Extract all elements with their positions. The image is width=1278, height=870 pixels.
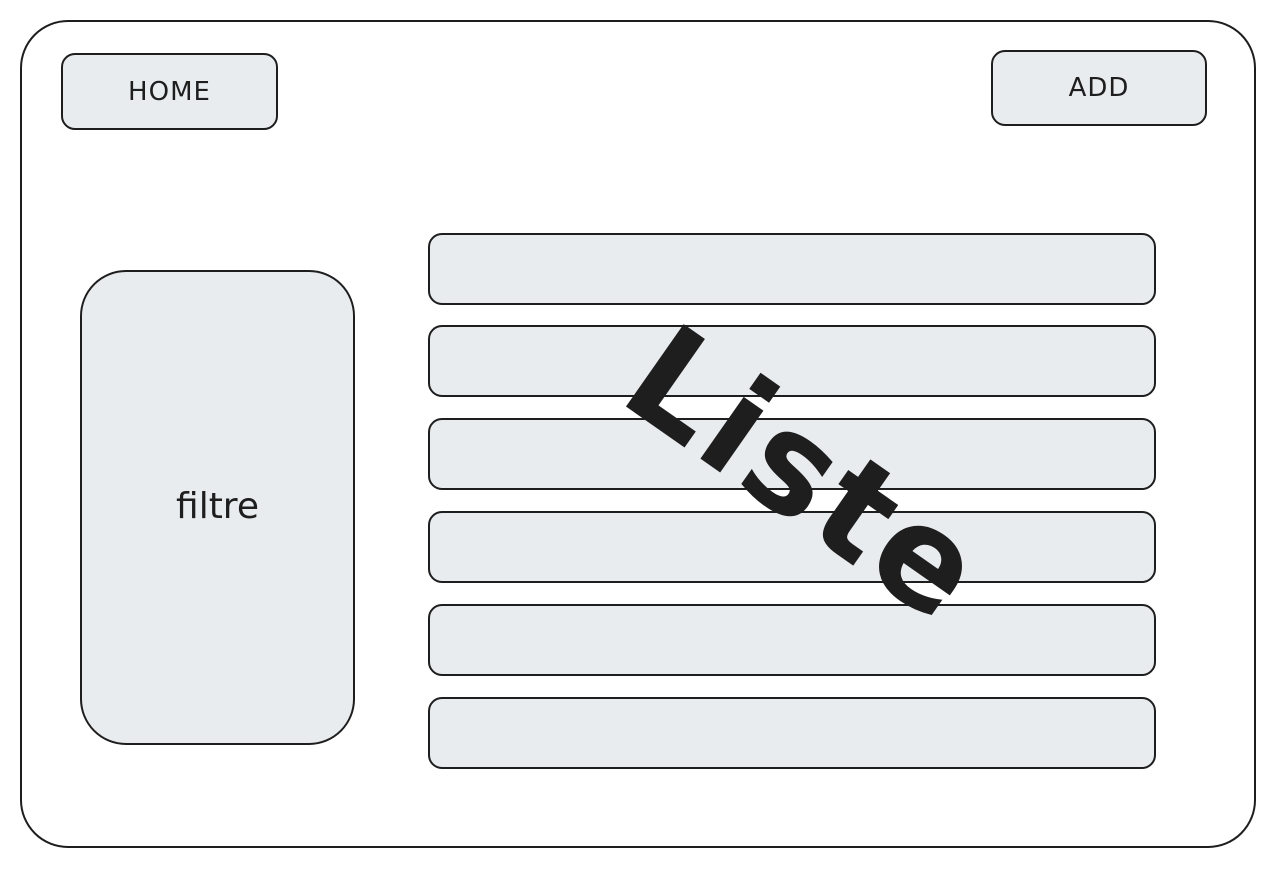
home-button[interactable]: HOME (61, 53, 278, 130)
list-item[interactable] (428, 604, 1156, 676)
add-button[interactable]: ADD (991, 50, 1207, 126)
filter-panel[interactable]: filtre (80, 270, 355, 745)
list-item[interactable] (428, 697, 1156, 769)
filter-label: filtre (176, 486, 259, 527)
list-item[interactable] (428, 325, 1156, 397)
list-item[interactable] (428, 511, 1156, 583)
list-item[interactable] (428, 418, 1156, 490)
list-item[interactable] (428, 233, 1156, 305)
